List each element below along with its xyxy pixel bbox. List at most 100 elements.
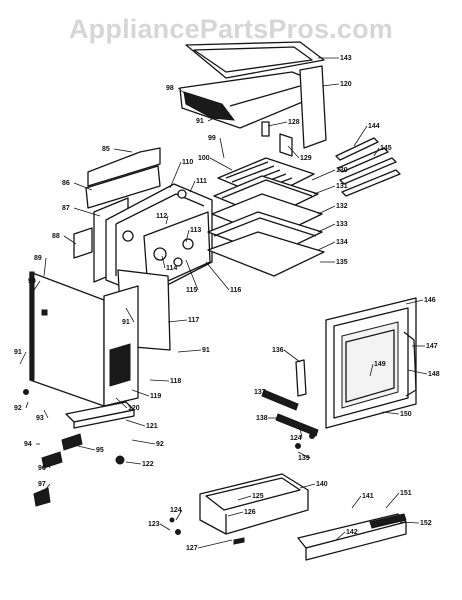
leader-line-90 [33, 280, 41, 291]
callout-label-91: 91 [196, 118, 204, 125]
leader-line-110 [169, 161, 182, 189]
callout-label-85: 85 [102, 146, 110, 153]
side-rail [299, 65, 327, 149]
leader-line-126 [227, 511, 244, 517]
leader-line-152 [399, 521, 420, 524]
callout-label-123: 123 [148, 521, 160, 528]
side-panel-89 [29, 271, 105, 407]
callout-label-94: 94 [24, 441, 32, 448]
callout-label-121: 121 [146, 423, 158, 430]
leader-line-114 [161, 255, 166, 269]
leader-line-99 [219, 137, 225, 159]
leader-line-119 [131, 389, 150, 397]
callout-label-96: 96 [38, 465, 46, 472]
leader-line-120 [321, 83, 340, 87]
leader-line-149 [369, 363, 374, 377]
leader-line-91 [207, 117, 215, 122]
leader-line-91 [177, 349, 202, 353]
callout-label-100: 100 [198, 155, 210, 162]
storage-drawer [199, 473, 309, 535]
callout-label-91: 91 [122, 319, 130, 326]
callout-label-141: 141 [362, 493, 374, 500]
callout-label-134: 134 [336, 239, 348, 246]
callout-label-124: 124 [290, 435, 302, 442]
callout-label-146: 146 [424, 297, 436, 304]
leader-line-93 [43, 409, 49, 419]
callout-label-115: 115 [186, 287, 197, 294]
front-frame [103, 285, 139, 407]
callout-label-151: 151 [400, 490, 412, 497]
panel-86 [85, 165, 161, 209]
callout-label-98: 98 [166, 85, 174, 92]
callout-label-145: 145 [380, 145, 392, 152]
callout-label-128: 128 [288, 119, 300, 126]
callout-label-136: 136 [272, 347, 284, 354]
oven-rack-stack [207, 157, 325, 277]
leader-line-113 [185, 229, 190, 243]
leader-line-87 [73, 207, 101, 217]
leader-line-123 [159, 523, 171, 531]
callout-label-116: 116 [230, 287, 241, 294]
leader-line-97 [39, 483, 51, 497]
callout-label-89: 89 [34, 255, 42, 262]
leader-line-86 [73, 182, 93, 191]
leader-line-100 [209, 157, 233, 171]
callout-label-143: 143 [340, 55, 352, 62]
leader-line-122 [125, 461, 142, 465]
callout-label-111: 111 [196, 178, 207, 185]
callout-label-132: 132 [336, 203, 348, 210]
leader-line-98 [177, 87, 189, 97]
leader-line-136 [283, 349, 301, 363]
callout-label-86: 86 [62, 180, 70, 187]
callout-label-135: 135 [336, 259, 348, 266]
leader-line-124 [175, 509, 183, 521]
leader-line-115 [185, 259, 199, 291]
callout-label-152: 152 [420, 520, 432, 527]
site-watermark: AppliancePartsPros.com [68, 14, 393, 44]
callout-label-131: 131 [336, 183, 348, 190]
callout-label-92: 92 [156, 441, 164, 448]
leader-line-116 [205, 261, 230, 291]
leader-line-89 [43, 257, 47, 277]
callout-label-124: 124 [170, 507, 182, 514]
callout-label-137: 137 [254, 389, 266, 396]
callout-label-87: 87 [62, 205, 70, 212]
leader-line-124 [299, 427, 303, 439]
callout-label-113: 113 [190, 227, 201, 234]
leader-line-134 [317, 241, 336, 251]
leader-line-140 [299, 483, 316, 489]
leader-line-85 [113, 148, 133, 153]
callout-label-118: 118 [170, 378, 181, 385]
leader-line-130 [311, 169, 336, 181]
leader-line-139 [297, 451, 311, 459]
callout-label-92: 92 [14, 405, 22, 412]
leader-line-111 [189, 180, 196, 193]
callout-label-122: 122 [142, 461, 154, 468]
leader-line-92 [131, 439, 156, 445]
callout-label-126: 126 [244, 509, 256, 516]
leader-line-91 [19, 351, 27, 365]
callout-label-112: 112 [156, 213, 167, 220]
leader-line-91 [125, 307, 135, 323]
callout-label-130: 130 [336, 167, 348, 174]
callout-label-127: 127 [186, 545, 198, 552]
leader-line-131 [313, 185, 336, 195]
callout-label-142: 142 [346, 529, 358, 536]
callout-label-88: 88 [52, 233, 60, 240]
leader-line-125 [237, 495, 252, 501]
leader-line-145 [373, 147, 380, 157]
leader-line-146 [405, 299, 424, 305]
callout-label-97: 97 [38, 481, 46, 488]
callout-label-150: 150 [400, 411, 412, 418]
callout-label-147: 147 [426, 343, 438, 350]
leader-line-151 [385, 492, 400, 509]
callout-label-120: 120 [128, 405, 140, 412]
leader-line-144 [353, 125, 368, 147]
leader-line-127 [197, 539, 233, 549]
leader-line-150 [381, 411, 400, 415]
callout-label-95: 95 [96, 447, 104, 454]
callout-label-144: 144 [368, 123, 380, 130]
callout-label-114: 114 [166, 265, 177, 272]
